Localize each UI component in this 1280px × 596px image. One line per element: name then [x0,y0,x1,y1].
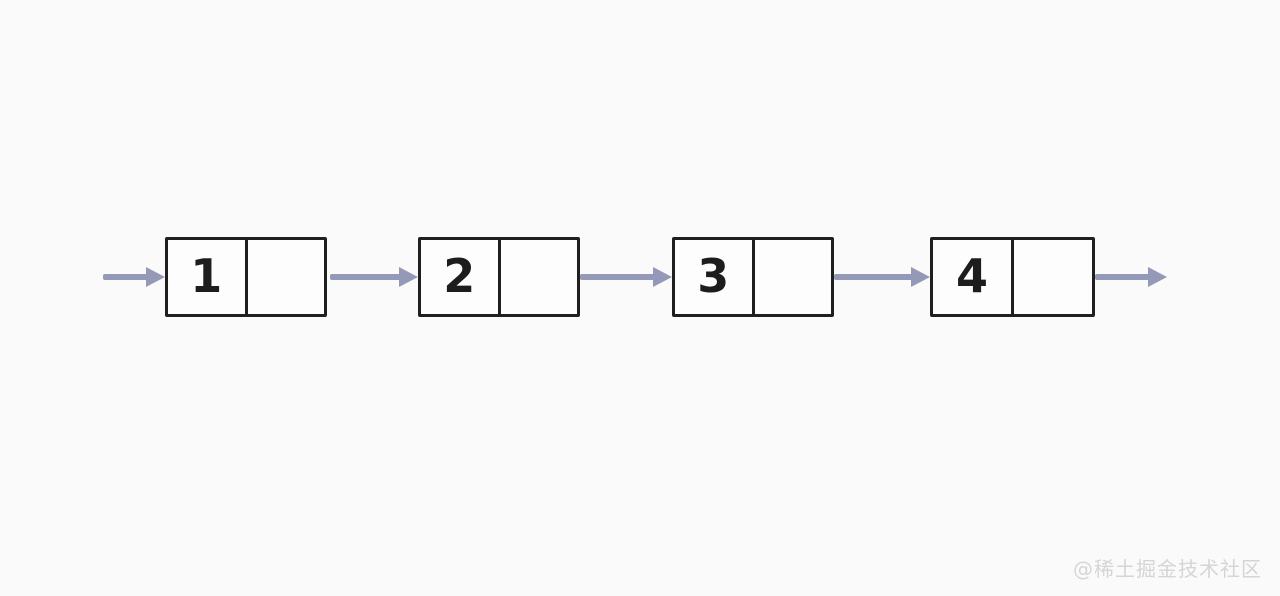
tail-arrow-tip-icon [1148,267,1167,287]
head-arrow [103,267,165,287]
list-node-3: 3 [672,237,834,317]
tail-arrow-shaft [1095,274,1152,280]
node-1-value: 1 [190,249,223,303]
tail-arrow [1095,267,1167,287]
node-4-value: 4 [955,249,988,303]
arrow-1-2-tip-icon [399,267,418,287]
arrow-2-3-tip-icon [653,267,672,287]
watermark: @稀土掘金技术社区 [1073,557,1262,581]
list-node-4: 4 [930,237,1095,317]
node-1-pointer-cell [248,240,325,314]
node-2-value: 2 [443,249,476,303]
node-2-value-cell: 2 [421,240,501,314]
node-4-value-cell: 4 [933,240,1014,314]
arrow-1-2-shaft [330,274,403,280]
arrow-3-4-tip-icon [911,267,930,287]
list-node-1: 1 [165,237,327,317]
node-3-pointer-cell [755,240,832,314]
arrow-1-2 [330,267,418,287]
arrow-2-3-shaft [580,274,657,280]
node-3-value-cell: 3 [675,240,755,314]
node-4-pointer-cell [1014,240,1092,314]
list-node-2: 2 [418,237,580,317]
arrow-3-4-shaft [834,274,915,280]
node-3-value: 3 [697,249,730,303]
arrow-3-4 [834,267,930,287]
head-arrow-tip-icon [146,267,165,287]
arrow-2-3 [580,267,672,287]
node-1-value-cell: 1 [168,240,248,314]
head-arrow-shaft [103,274,150,280]
node-2-pointer-cell [501,240,578,314]
